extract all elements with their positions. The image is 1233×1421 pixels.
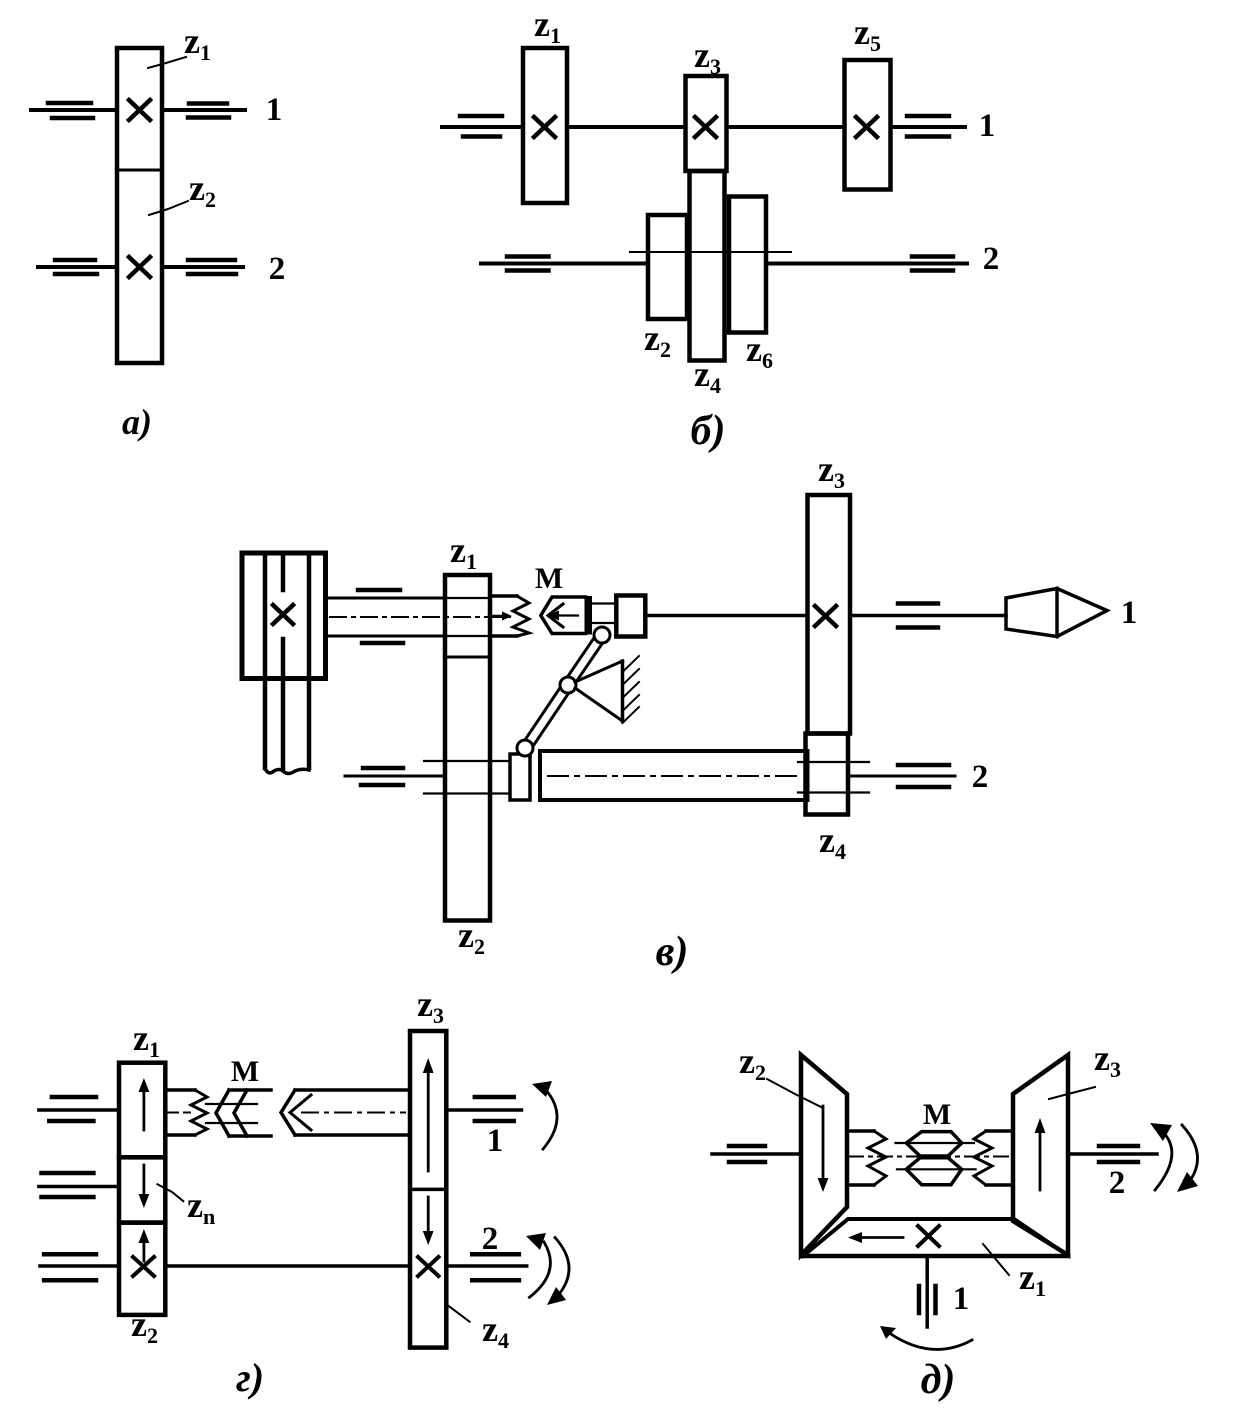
svg-text:2: 2 (1109, 1165, 1126, 1201)
svg-text:z3: z3 (417, 984, 444, 1028)
svg-text:z4: z4 (482, 1309, 509, 1353)
svg-text:z4: z4 (819, 820, 846, 864)
svg-text:z1: z1 (534, 4, 561, 48)
svg-text:б): б) (691, 408, 726, 454)
svg-text:1: 1 (1121, 595, 1138, 631)
svg-text:1: 1 (979, 108, 996, 144)
svg-text:M: M (535, 562, 563, 595)
svg-text:z2: z2 (739, 1041, 766, 1085)
svg-text:д): д) (921, 1357, 956, 1403)
svg-text:а): а) (122, 402, 152, 442)
svg-text:1: 1 (487, 1123, 504, 1159)
svg-text:M: M (923, 1098, 951, 1131)
svg-text:zn: zn (187, 1185, 215, 1229)
svg-text:z2: z2 (131, 1304, 158, 1348)
svg-text:z3: z3 (694, 35, 721, 79)
svg-text:M: M (231, 1055, 259, 1088)
svg-text:z1: z1 (450, 530, 477, 574)
svg-text:z6: z6 (746, 329, 773, 373)
svg-text:z1: z1 (184, 21, 211, 65)
svg-text:1: 1 (266, 92, 283, 128)
svg-text:2: 2 (269, 251, 286, 287)
svg-text:z3: z3 (1094, 1038, 1121, 1082)
svg-text:в): в) (656, 929, 689, 975)
svg-text:2: 2 (482, 1221, 499, 1257)
svg-text:z1: z1 (133, 1018, 160, 1062)
svg-text:2: 2 (983, 241, 1000, 277)
svg-text:z3: z3 (818, 449, 845, 493)
svg-text:z5: z5 (854, 12, 881, 56)
svg-text:г): г) (236, 1355, 264, 1400)
svg-text:z2: z2 (189, 168, 216, 212)
svg-text:1: 1 (953, 1281, 970, 1317)
svg-text:z2: z2 (644, 318, 671, 362)
svg-text:2: 2 (972, 759, 989, 795)
svg-text:z1: z1 (1019, 1257, 1046, 1301)
